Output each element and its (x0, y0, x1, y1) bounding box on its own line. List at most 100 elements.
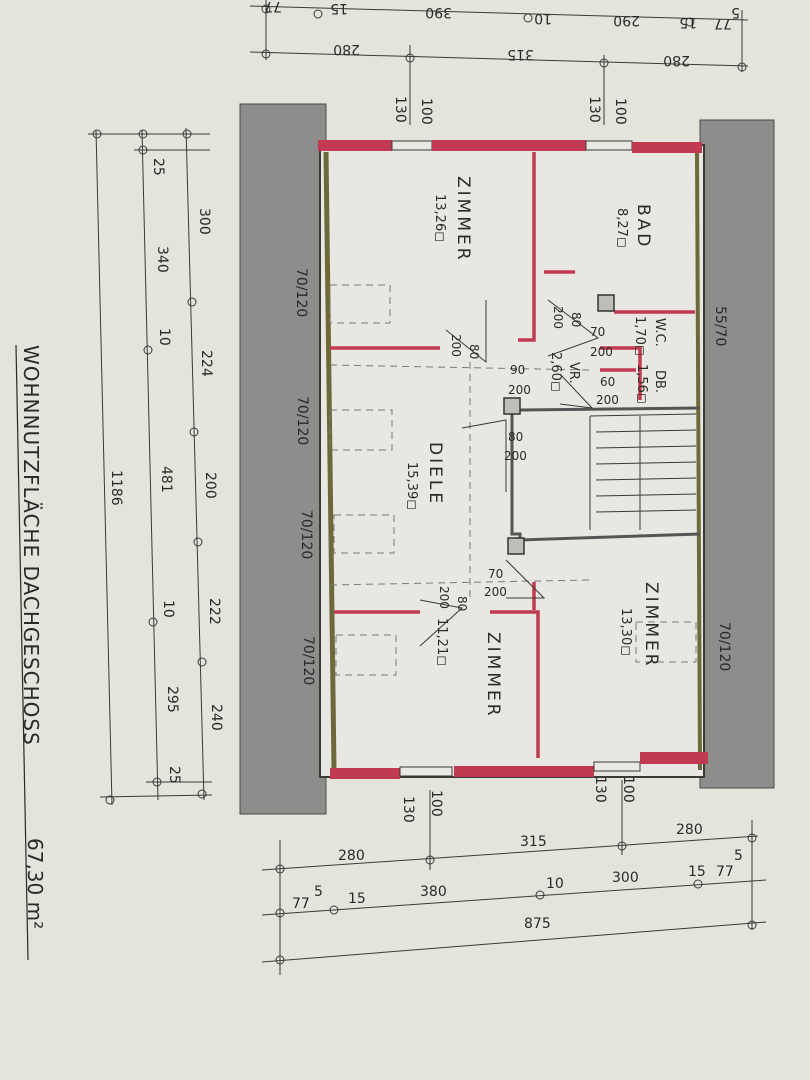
slope-line-2 (329, 579, 591, 586)
door-0-w: 80 (467, 344, 481, 359)
stair-enclosure (510, 402, 701, 542)
dim-left-outer-2: 224 (198, 350, 214, 377)
side-win-left-0: 70/120 (293, 268, 309, 317)
tick-top-2 (313, 9, 323, 19)
tick-bottom-6 (329, 905, 339, 915)
side-win-right-1: 70/120 (716, 622, 732, 671)
slope-line-1 (329, 364, 591, 371)
dim-bottom-1-0: 280 (338, 848, 365, 864)
dim-bottom-2-5: 300 (612, 870, 639, 886)
dim-bottom-1-1: 315 (520, 834, 547, 850)
tick-left-7 (189, 427, 199, 437)
wall-top-3 (632, 142, 702, 153)
dim-top-1-3: 10 (534, 10, 552, 26)
dim-top-1-0: 77 (264, 0, 282, 14)
room-name-zimmer-bottom: ZIMMER (483, 632, 503, 719)
tick-bottom-5 (275, 908, 285, 918)
tick-bottom-7 (535, 890, 545, 900)
tick-left-6 (143, 345, 153, 355)
bed-outline-4 (335, 634, 397, 676)
tick-left-1 (92, 129, 102, 139)
dim-bottom-row1 (261, 835, 759, 871)
dim-bottom-2-2: 15 (348, 891, 366, 907)
door-0-h: 200 (449, 334, 463, 357)
door-2-h: 200 (590, 345, 613, 359)
tick-left-4 (138, 145, 148, 155)
dim-left-outer (185, 127, 205, 801)
tick-left-2 (138, 129, 148, 139)
tick-left-12 (105, 795, 115, 805)
dim-top-2-0: 280 (333, 41, 360, 57)
dim-top-win-0: 130 (392, 96, 408, 123)
door-7-w: 70 (488, 567, 503, 581)
tick-left-9 (148, 617, 158, 627)
dim-bottom-2-3: 380 (420, 884, 447, 900)
dim-bottom-win-3: 100 (620, 776, 636, 803)
room-area-zimmer-right: 13,30◻ (618, 608, 633, 656)
wall-bottom-3 (640, 752, 708, 764)
chimney-1 (597, 294, 615, 312)
tick-bottom-3 (617, 841, 627, 851)
tick-bottom-4 (747, 833, 757, 843)
dim-bottom-2-8: 5 (734, 848, 743, 864)
room-area-bad: 8,27◻ (614, 208, 629, 248)
wall-top-1 (318, 140, 392, 151)
room-name-vr: VR. (566, 362, 581, 384)
door-swing-1 (445, 300, 487, 364)
dim-left-total (95, 129, 113, 806)
chimney-2 (503, 397, 521, 415)
bed-outline-2 (329, 409, 393, 451)
tick-bottom-10 (747, 920, 757, 930)
tick-top-1 (261, 4, 271, 14)
window-top-2 (585, 140, 633, 151)
bed-outline-1 (329, 284, 391, 324)
door-3-h: 200 (508, 383, 531, 397)
door-5-w: 60 (600, 375, 615, 389)
door-swing-6 (559, 373, 594, 409)
tick-bottom-1 (275, 864, 285, 874)
room-area-db: 1,56◻ (634, 364, 649, 404)
dim-left-outer-3: 200 (202, 472, 218, 499)
dim-left-mid-4: 295 (164, 686, 180, 713)
knee-wall-right (695, 151, 702, 771)
dim-top-1-4: 290 (613, 12, 640, 28)
tick-top-7 (599, 58, 609, 68)
chimney-3 (507, 537, 525, 555)
door-7-h: 200 (484, 585, 507, 599)
door-swing-4 (505, 559, 546, 599)
dim-top-win-1: 100 (418, 98, 434, 125)
room-area-zimmer-top: 13,26◻ (432, 194, 447, 242)
dim-bottom-total (261, 921, 767, 963)
dim-top-1-1: 15 (330, 0, 348, 16)
door-swing-2 (547, 299, 600, 357)
dim-left-ext-3 (99, 794, 213, 798)
bed-outline-5 (635, 621, 697, 663)
dim-bottom-win-2: 130 (592, 776, 608, 803)
side-win-left-1: 70/120 (294, 396, 310, 445)
wall-wc-db (600, 346, 642, 400)
tick-top-5 (261, 49, 271, 59)
door-4-w: 80 (508, 430, 523, 444)
wall-top-2 (432, 140, 586, 151)
plan-title-underline (15, 344, 29, 961)
dim-left-mid (141, 129, 159, 801)
dim-top-win-3: 100 (612, 98, 628, 125)
dim-left-outer-1: 300 (196, 208, 212, 235)
door-swing-5 (419, 599, 464, 647)
dim-bottom-1-2: 280 (676, 822, 703, 838)
dim-left-mid-3: 10 (160, 600, 176, 618)
wall-bottom-2 (454, 766, 594, 777)
room-name-zimmer-right: ZIMMER (641, 582, 661, 669)
dim-bottom-row2 (261, 879, 767, 916)
tick-top-6 (405, 53, 415, 63)
window-bottom-1 (399, 766, 453, 777)
tick-bottom-2 (425, 855, 435, 865)
bed-outline-3 (333, 514, 395, 554)
dim-left-outer-0: 25 (150, 158, 166, 176)
dim-left-outer-6: 25 (166, 766, 182, 784)
room-area-zimmer-bottom: 11,21◻ (434, 618, 449, 666)
dim-bottom-2-0: 77 (292, 896, 310, 912)
side-win-right-0: 55/70 (712, 306, 728, 346)
dim-left-mid-1: 10 (156, 328, 172, 346)
tick-left-8 (193, 537, 203, 547)
